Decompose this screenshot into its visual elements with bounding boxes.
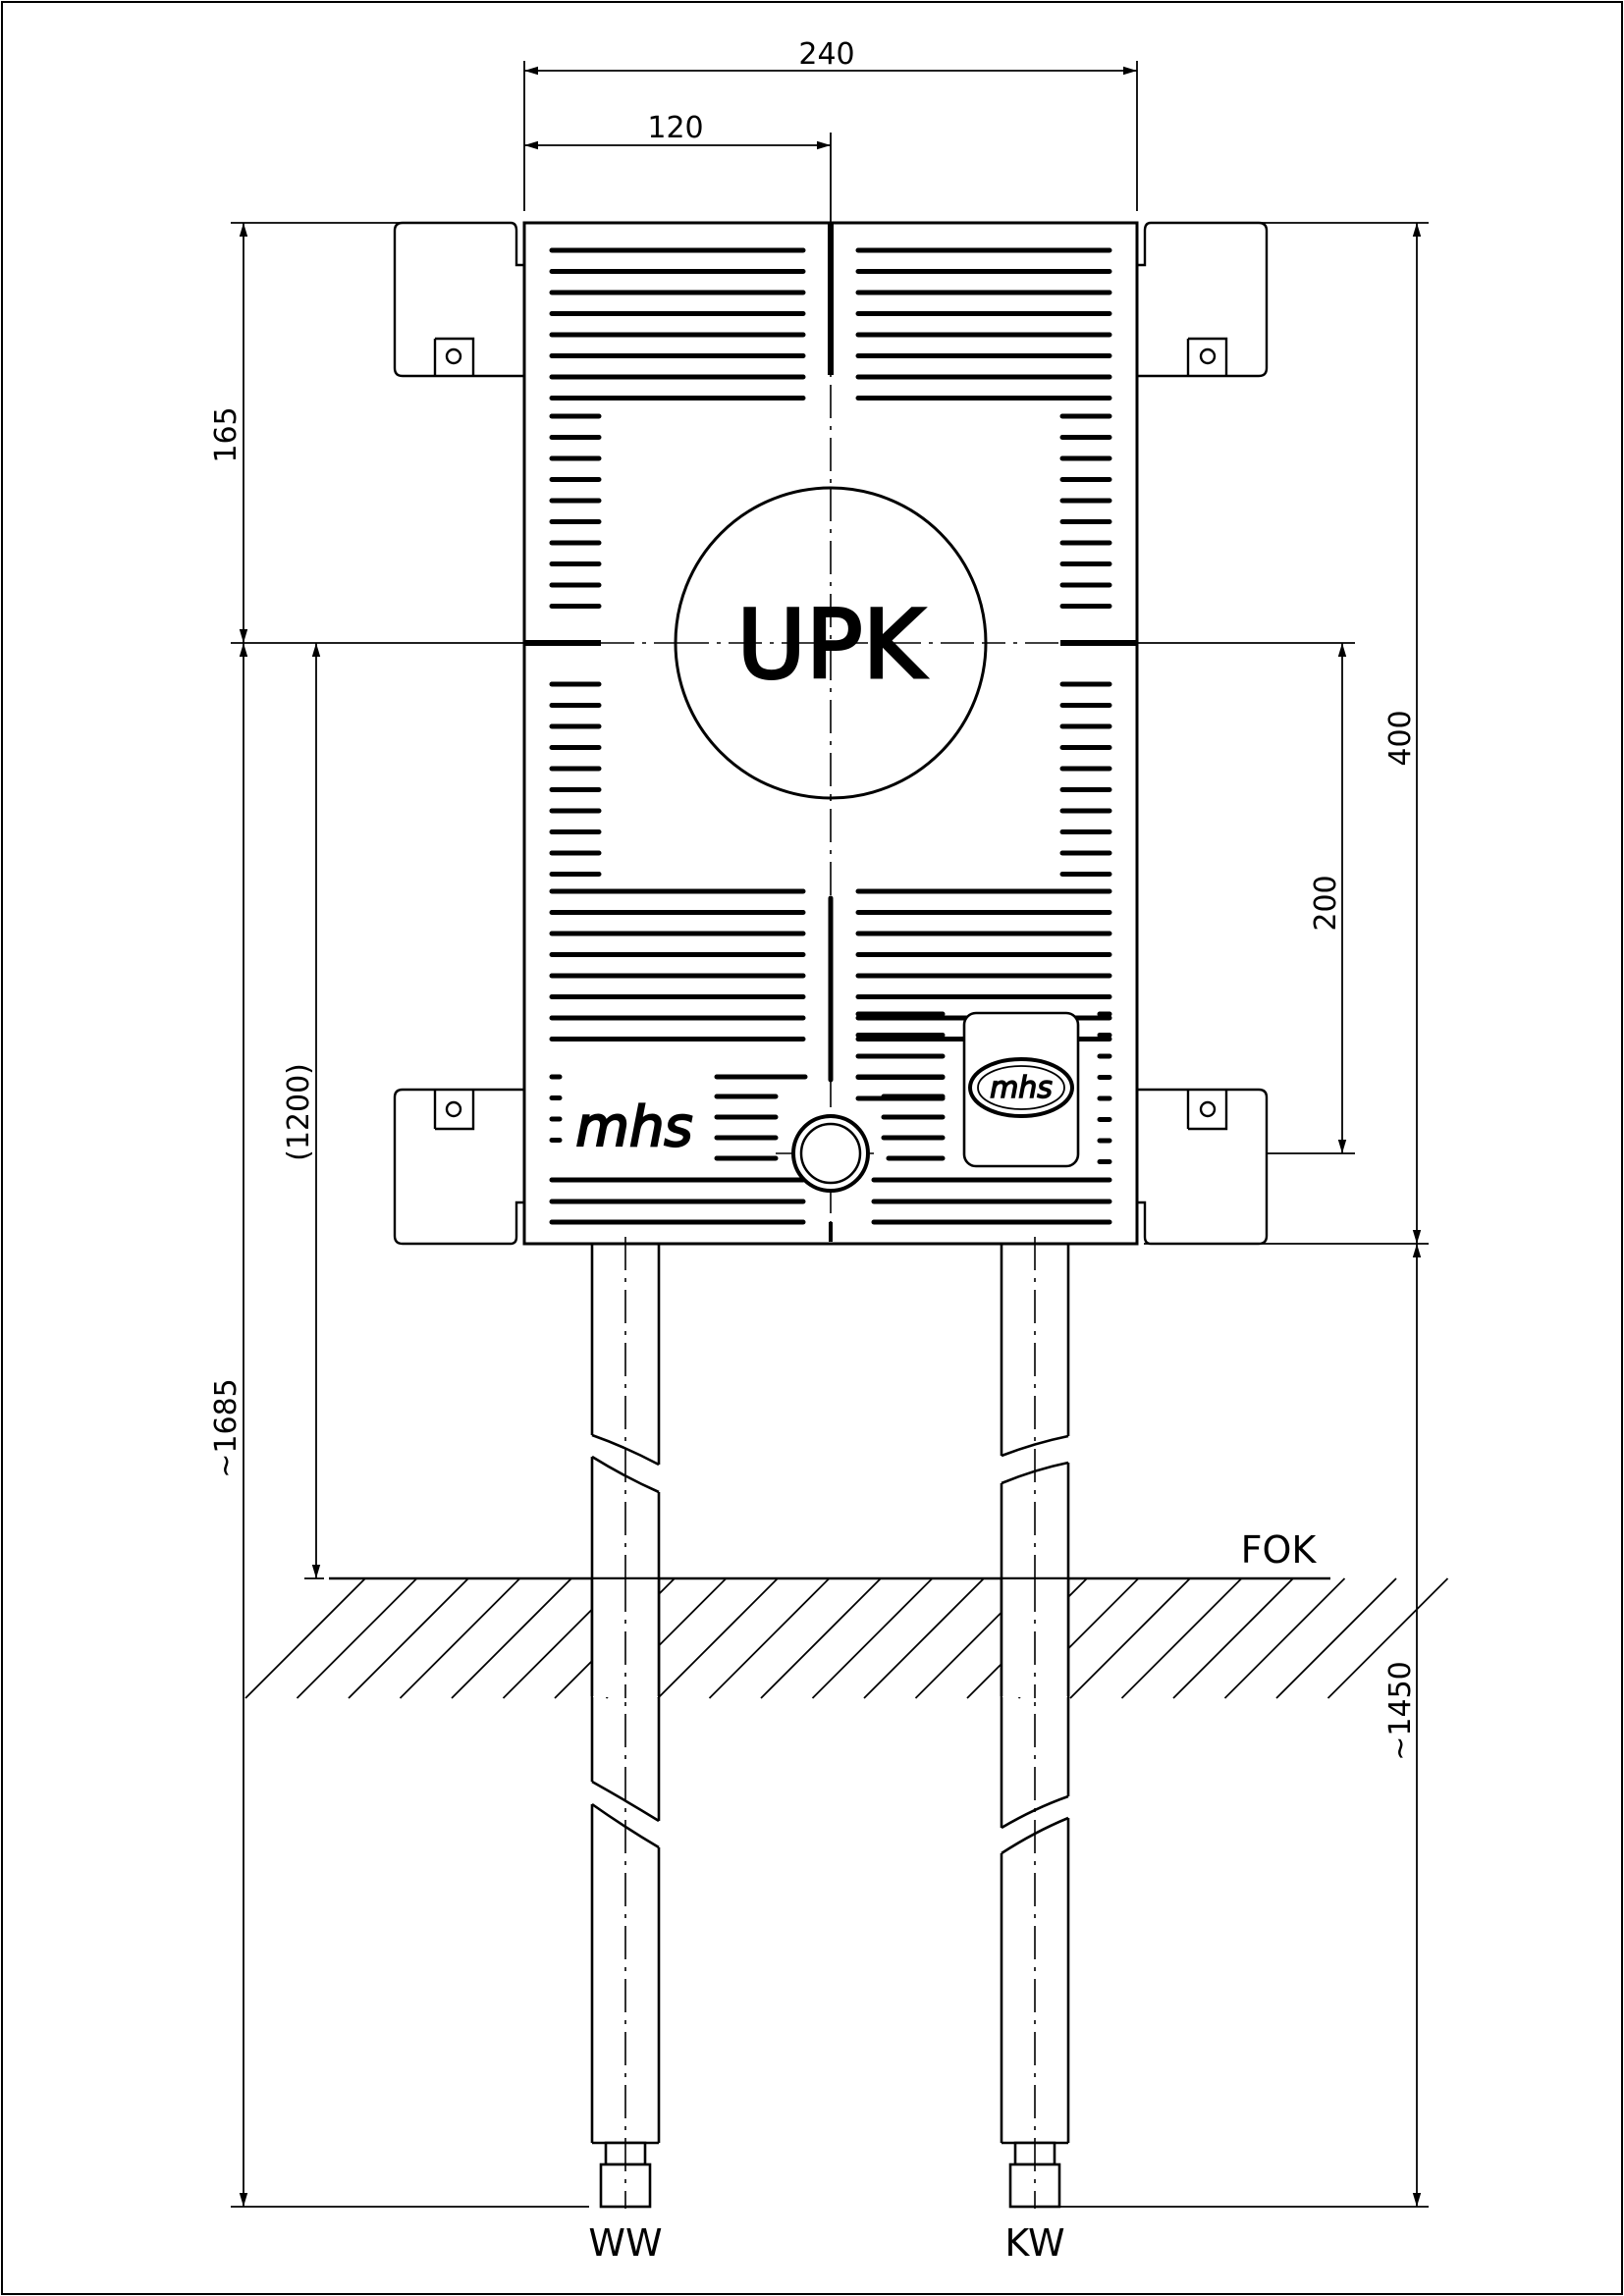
- dim-height-reference: (1200): [282, 1063, 316, 1161]
- hatch-line: [657, 1577, 779, 1699]
- dim-width-total: 240: [798, 37, 854, 72]
- hatch-line: [708, 1577, 831, 1699]
- pipes: [590, 1244, 1070, 2209]
- hatch-line: [863, 1577, 985, 1699]
- upk-label: UPK: [736, 590, 926, 700]
- ventilation-slots: [549, 247, 1112, 1225]
- dim-width-half: 120: [647, 111, 703, 145]
- dim-height-total: 400: [1383, 710, 1418, 766]
- pipe-label-ww: WW: [588, 2221, 662, 2265]
- hatch-line: [1326, 1577, 1449, 1699]
- dim-height-upper: 165: [209, 406, 244, 462]
- hatch-line: [1223, 1577, 1346, 1699]
- hatch-line: [348, 1577, 469, 1699]
- hatch-line: [399, 1577, 521, 1699]
- dim-height-overall: ~1685: [209, 1378, 244, 1477]
- hatch-line: [760, 1577, 882, 1699]
- mounting-brackets: [393, 221, 1269, 1246]
- hatch-line: [1120, 1577, 1243, 1699]
- hatch-line: [811, 1577, 934, 1699]
- hatch-line: [1069, 1577, 1191, 1699]
- floor-hatching: [244, 1577, 1449, 1699]
- dim-height-pipes: ~1450: [1383, 1661, 1418, 1760]
- dim-height-connection: 200: [1309, 875, 1343, 931]
- connection-port: [791, 1114, 870, 1193]
- hatch-line: [451, 1577, 572, 1699]
- hatch-line: [296, 1577, 418, 1699]
- brand-badge-text: mhs: [990, 1071, 1053, 1105]
- hatch-line: [244, 1577, 366, 1699]
- hatch-line: [1172, 1577, 1294, 1699]
- hatch-line: [1275, 1577, 1397, 1699]
- brand-logo: mhs: [575, 1095, 692, 1159]
- pipe-label-kw: KW: [1004, 2221, 1064, 2265]
- floor-level-label: FOK: [1241, 1528, 1318, 1572]
- pipe-center-lines: [624, 1237, 1036, 2209]
- brand-badge: mhs: [962, 1011, 1080, 1168]
